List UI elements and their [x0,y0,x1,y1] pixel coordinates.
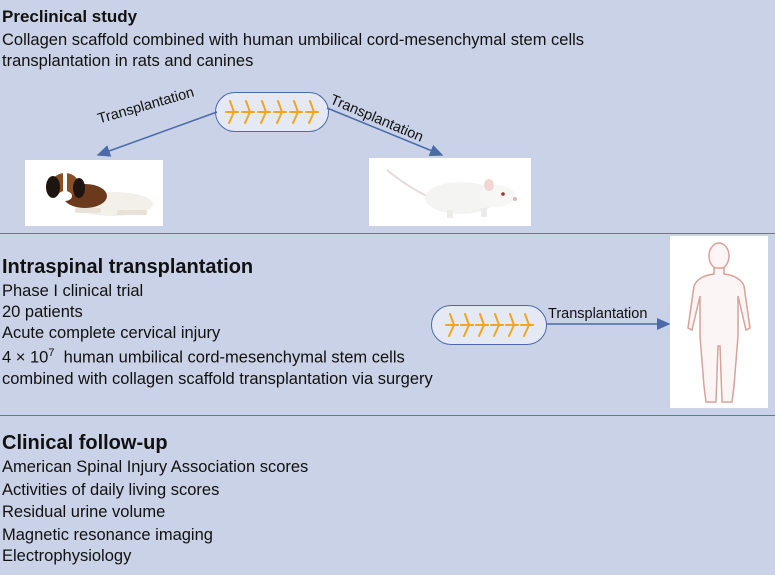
followup-line-2: Activities of daily living scores [2,481,220,499]
followup-line-3: Residual urine volume [2,503,166,521]
stem-cell-capsule-icon [215,92,329,132]
dose-exponent: 7 [48,347,55,359]
intraspinal-line-1: Phase I clinical trial [2,282,144,300]
intraspinal-line-2: 20 patients [2,303,83,321]
divider-1 [0,233,775,234]
arrow-label-to-human: Transplantation [548,306,648,322]
intraspinal-line-5: combined with collagen scaffold transpla… [2,370,433,388]
intraspinal-title: Intraspinal transplantation [2,256,254,278]
followup-title: Clinical follow-up [2,432,168,454]
preclinical-line-2: transplantation in rats and canines [2,52,254,70]
followup-line-4: Magnetic resonance imaging [2,526,213,544]
rat-icon [369,158,531,226]
intraspinal-line-3: Acute complete cervical injury [2,324,221,342]
followup-line-1: American Spinal Injury Association score… [2,458,309,476]
followup-line-5: Electrophysiology [2,547,132,565]
dose-prefix: 4 × 10 [2,348,49,367]
stem-cell-capsule-icon-2 [431,305,547,345]
preclinical-line-1: Collagen scaffold combined with human um… [2,31,585,49]
dose-suffix: human umbilical cord-mesenchymal stem ce… [54,348,405,367]
intraspinal-dose-line: 4 × 107 human umbilical cord-mesenchymal… [2,347,405,368]
divider-2 [0,415,775,416]
dog-icon [25,160,163,226]
preclinical-title: Preclinical study [2,7,138,26]
human-body-icon [670,236,768,408]
